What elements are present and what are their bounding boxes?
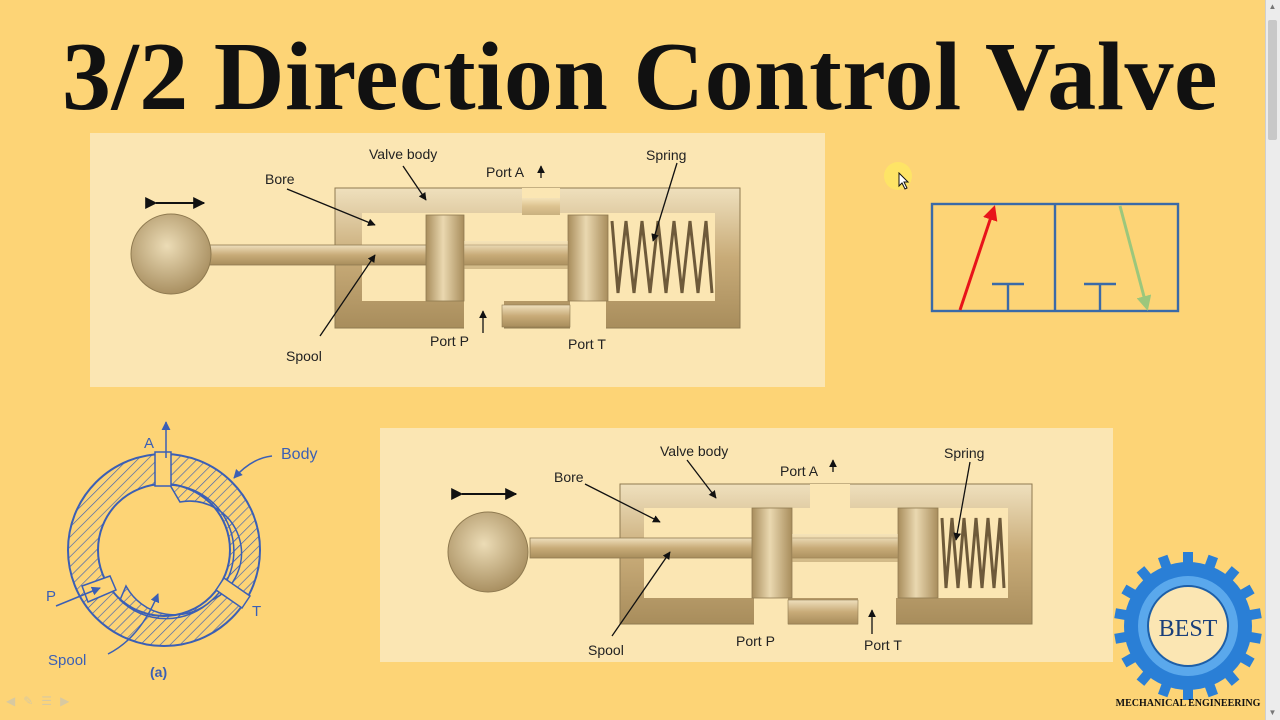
label-valve-body: Valve body — [660, 443, 728, 459]
valve-diagram-bottom: Valve body Bore Port A Spring Spool Port… — [380, 428, 1113, 662]
valve-diagram-bottom-svg: Valve body Bore Port A Spring Spool Port… — [380, 428, 1113, 662]
handle-ball — [130, 213, 212, 295]
label-p: P — [46, 588, 56, 605]
gear-icon — [1114, 552, 1262, 700]
slide-controls[interactable]: ◀ ✎ ☰ ▶ — [6, 694, 69, 708]
best-logo-svg: BEST MECHANICAL ENGINEERING — [1114, 552, 1262, 709]
label-spool: Spool — [588, 642, 624, 658]
pointer-icon — [898, 172, 910, 190]
scroll-down-icon[interactable]: ▼ — [1268, 708, 1277, 717]
valve-diagram-top-svg: Valve body Bore Port A Spring Spool Port… — [90, 133, 825, 387]
scroll-up-icon[interactable]: ▲ — [1268, 2, 1277, 11]
logo-name: BEST — [1159, 616, 1218, 642]
label-valve-body: Valve body — [369, 146, 437, 162]
label-bore: Bore — [554, 469, 584, 485]
spring — [940, 517, 1006, 589]
next-icon[interactable]: ▶ — [60, 694, 70, 708]
label-port-t: Port T — [568, 336, 606, 352]
prev-icon[interactable]: ◀ — [6, 694, 16, 708]
label-port-t: Port T — [864, 637, 902, 653]
handle-ball — [447, 511, 529, 593]
label-port-a: Port A — [486, 164, 525, 180]
spool — [207, 214, 609, 302]
page-title: 3/2 Direction Control Valve — [62, 23, 1218, 131]
symbol-flow-arrow-left — [958, 205, 998, 311]
logo-subtitle: MECHANICAL ENGINEERING — [1116, 698, 1261, 709]
mouse-cursor — [884, 162, 912, 190]
label-port-p: Port P — [430, 333, 469, 349]
vertical-scrollbar[interactable]: ▲ ▼ — [1265, 0, 1280, 720]
label-body: Body — [281, 446, 317, 463]
scroll-thumb[interactable] — [1268, 20, 1277, 140]
caption-a: (a) — [150, 664, 167, 680]
best-logo: BEST MECHANICAL ENGINEERING — [1108, 550, 1268, 712]
label-t: T — [252, 603, 261, 620]
spool-crescent — [168, 484, 243, 601]
valve-symbol — [930, 200, 1182, 316]
symbol-block-right — [1084, 282, 1116, 311]
label-bore: Bore — [265, 171, 295, 187]
label-port-a: Port A — [780, 463, 819, 479]
label-spool: Spool — [286, 348, 322, 364]
symbol-flow-arrow-right — [1118, 205, 1152, 311]
valve-diagram-top: Valve body Bore Port A Spring Spool Port… — [90, 133, 825, 387]
label-a: A — [144, 435, 154, 452]
cross-section-svg: A Body P T Spool (a) — [46, 421, 317, 680]
pen-icon[interactable]: ✎ — [23, 694, 34, 708]
label-spool: Spool — [48, 652, 86, 669]
label-spring: Spring — [646, 147, 686, 163]
spool — [529, 507, 939, 599]
label-port-p: Port P — [736, 633, 775, 649]
symbol-block-left — [992, 282, 1024, 311]
cross-section: A Body P T Spool (a) — [40, 418, 340, 688]
menu-icon[interactable]: ☰ — [41, 694, 53, 708]
spring — [610, 220, 714, 294]
label-spring: Spring — [944, 445, 984, 461]
valve-symbol-svg — [930, 202, 1180, 313]
